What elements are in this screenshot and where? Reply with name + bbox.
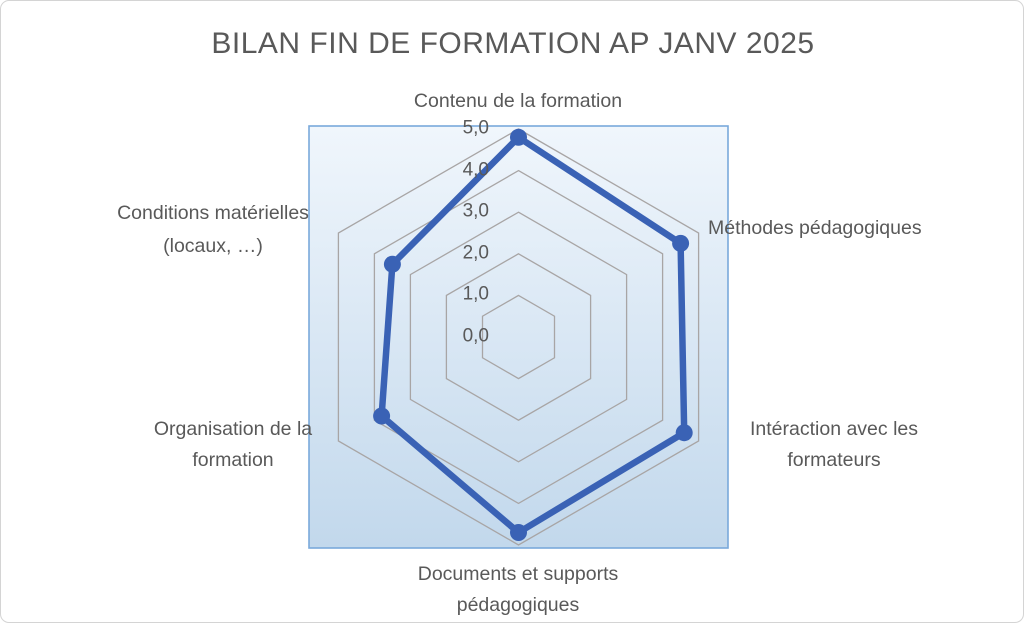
axis-label-documents: Documents et supports pédagogiques: [417, 563, 619, 616]
axis-tick-label: 4,0: [462, 159, 489, 181]
data-point-marker: [373, 407, 391, 425]
axis-tick-label: 1,0: [462, 283, 489, 305]
grid-ring-2: [445, 253, 592, 421]
plot-area: [308, 125, 729, 549]
axis-label-conditions: Conditions matérielles (locaux, …): [117, 202, 309, 257]
data-point-marker: [510, 128, 527, 146]
axis-tick-label: 2,0: [462, 242, 489, 264]
chart-title: BILAN FIN DE FORMATION AP JANV 2025: [211, 27, 815, 60]
grid-ring-5: [337, 128, 700, 546]
axis-tick-label: 0,0: [462, 325, 489, 347]
axis-tick-label: 5,0: [462, 117, 489, 139]
data-point-marker: [383, 255, 401, 273]
data-point-marker: [675, 424, 693, 442]
axis-tick-label: 3,0: [462, 200, 489, 222]
grid-ring-4: [373, 169, 664, 505]
data-point-marker: [672, 234, 690, 252]
axis-label-contenu: Contenu de la formation: [413, 90, 623, 112]
axis-label-methodes: Méthodes pédagogiques: [708, 217, 922, 239]
axis-label-organisation: Organisation de la formation: [153, 418, 313, 471]
data-point-marker: [510, 524, 527, 541]
axis-label-interaction: Intéraction avec les formateurs: [749, 418, 918, 471]
grid-ring-3: [409, 211, 628, 463]
grid-ring-1: [481, 294, 556, 380]
